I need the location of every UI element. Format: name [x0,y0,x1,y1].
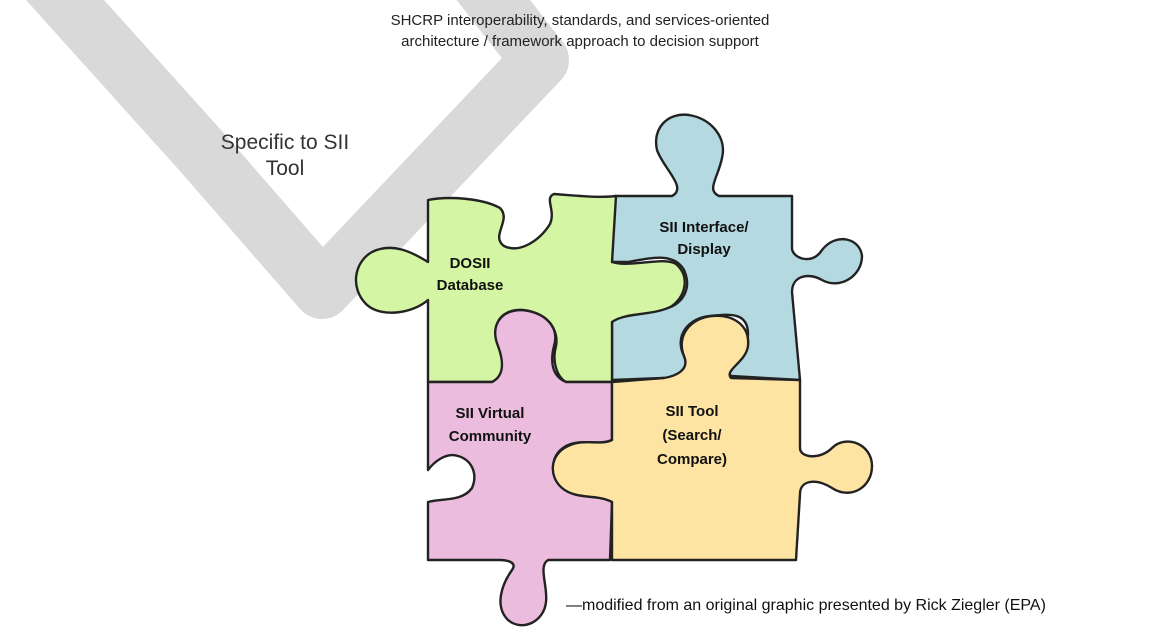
side-label-line2: Tool [265,157,305,180]
puzzle-piece-yellow [551,314,874,562]
piece-label-blue-line1: SII Interface/ [659,219,749,236]
piece-label-yellow-line3: Compare) [657,451,727,468]
piece-label-yellow-line2: (Search/ [662,427,722,444]
diagram-title-line1: SHCRP interoperability, standards, and s… [390,12,770,29]
watermark-stroke [25,0,569,319]
diagram-title-line2: architecture / framework approach to dec… [401,33,759,50]
side-label: Specific to SII Tool [200,130,370,182]
side-label-line1: Specific to SII [220,131,350,154]
piece-label-blue-line2: Display [677,241,731,258]
piece-label-pink-line1: SII Virtual [456,405,525,422]
piece-label-green-line1: DOSII [450,255,491,272]
piece-label-pink-line2: Community [449,428,532,445]
piece-label-yellow-line1: SII Tool [665,403,718,420]
puzzle-piece-green [354,192,686,384]
diagram-title: SHCRP interoperability, standards, and s… [300,10,860,52]
credit-text: —modified from an original graphic prese… [566,597,1046,614]
piece-label-green-line2: Database [437,277,504,294]
